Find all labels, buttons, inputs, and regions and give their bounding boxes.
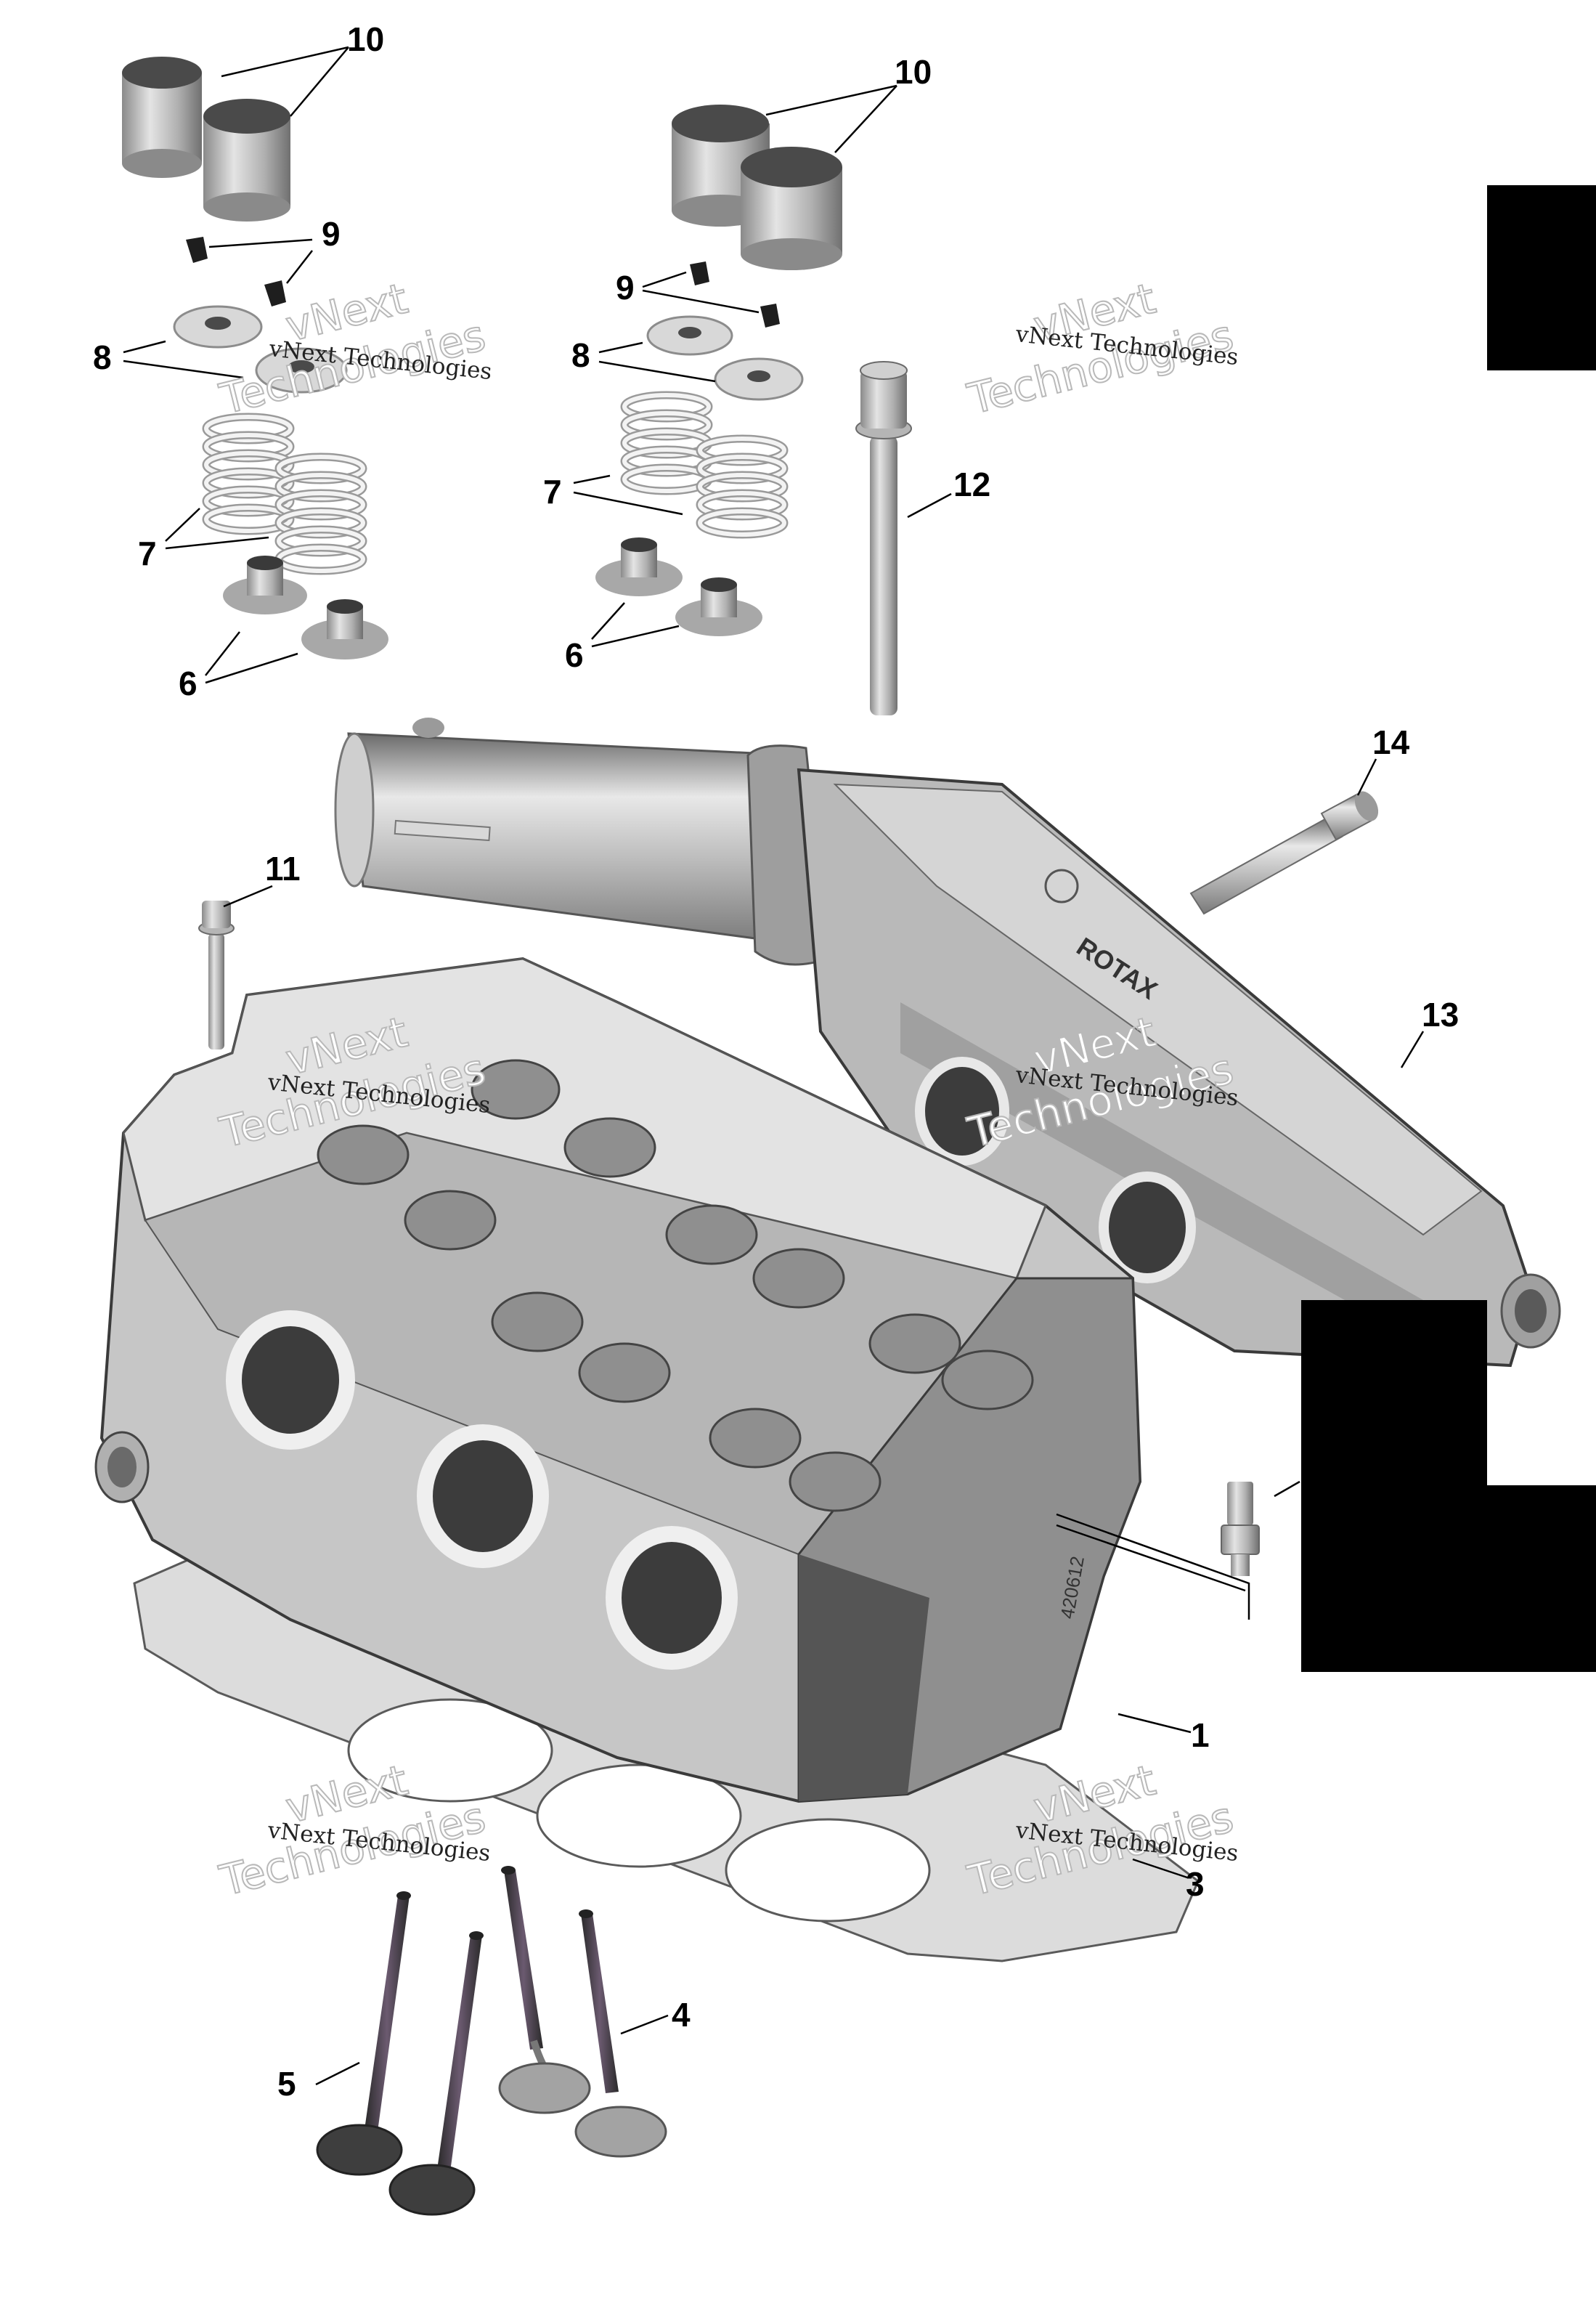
- valve-keeper-left-group: [186, 237, 286, 306]
- spring-retainer-left-group: [173, 305, 348, 394]
- callout-14: 14: [1372, 723, 1410, 761]
- callout-1: 1: [1191, 1716, 1210, 1754]
- valve-cover-bolt-icon: [1189, 791, 1379, 915]
- bucket-tappet-icon: [741, 147, 842, 270]
- spring-retainer-icon: [173, 305, 263, 349]
- redaction-block-top: [1487, 185, 1596, 370]
- coolant-fitting-icon: [1221, 1482, 1260, 1576]
- valve-spring-center-group: [624, 395, 784, 535]
- intake-valve-icon: [498, 1866, 591, 2114]
- spring-retainer-center-group: [646, 315, 804, 401]
- intake-port-icon: [1099, 1172, 1196, 1283]
- watermark: vNext Technologies vNext Technologies: [962, 273, 1239, 425]
- callout-5: 5: [277, 2065, 296, 2103]
- valve-keeper-icon: [760, 304, 780, 328]
- callout-3: 3: [1186, 1865, 1205, 1903]
- valve-keeper-icon: [186, 237, 208, 263]
- valve-keeper-icon: [264, 280, 286, 306]
- valve-keeper-center-group: [690, 261, 780, 328]
- valve-stem-seal-icon: [595, 537, 683, 596]
- callout-13: 13: [1422, 996, 1459, 1034]
- callout-labels: 10 10 9 9 8 8 7 7 6 6 12 14 11 13 1 3 4 …: [93, 20, 1459, 2103]
- valve-stem-seal-icon: [223, 556, 307, 614]
- intake-port-icon: [915, 1057, 1009, 1166]
- spring-retainer-icon: [255, 347, 348, 394]
- callout-11: 11: [265, 850, 301, 888]
- callout-8a: 8: [93, 338, 112, 376]
- valve-spring-left-group: [206, 417, 363, 571]
- intake-valve-group: [498, 1866, 667, 2158]
- bucket-tappet-icon: [203, 99, 290, 222]
- valve-stem-seal-center-group: [595, 537, 762, 636]
- exhaust-port-icon: [226, 1310, 355, 1450]
- spring-retainer-icon: [646, 315, 733, 356]
- spring-retainer-icon: [714, 357, 804, 401]
- valve-spring-icon: [279, 457, 363, 571]
- cylinder-head-bolt-icon: [198, 901, 235, 1050]
- intake-valve-icon: [574, 1909, 667, 2158]
- callout-10b: 10: [895, 53, 932, 91]
- cylinder-head-icon: 420612: [94, 957, 1142, 1803]
- leader-lines: [123, 46, 1425, 2086]
- callout-12: 12: [953, 466, 990, 503]
- valve-spring-icon: [624, 395, 709, 491]
- callout-6a: 6: [179, 665, 198, 702]
- watermark: vNext Technologies vNext Technologies: [214, 273, 493, 425]
- exhaust-valve-icon: [388, 1931, 484, 2216]
- valve-stem-seal-left-group: [223, 556, 388, 659]
- callout-7a: 7: [138, 535, 157, 572]
- exhaust-port-icon: [417, 1424, 549, 1568]
- callout-9a: 9: [322, 215, 341, 253]
- redaction-block-bottom: [1301, 1300, 1596, 1672]
- exhaust-valve-icon: [316, 1891, 411, 2176]
- valve-stem-seal-icon: [675, 577, 762, 636]
- camshaft-housing-icon: ROTAX: [334, 718, 1561, 1368]
- callout-7b: 7: [543, 473, 562, 511]
- valve-keeper-icon: [690, 261, 709, 285]
- redaction-blocks: [1301, 185, 1596, 1672]
- callout-10a: 10: [347, 20, 384, 58]
- callout-8b: 8: [571, 336, 590, 374]
- exhaust-port-icon: [606, 1526, 738, 1670]
- bucket-tappet-left-group: [122, 57, 290, 222]
- callout-6b: 6: [565, 636, 584, 674]
- callout-4: 4: [672, 1996, 691, 2034]
- bucket-tappet-center-group: [672, 105, 842, 270]
- valve-stem-seal-icon: [301, 599, 388, 659]
- exhaust-valve-group: [316, 1891, 484, 2216]
- valve-spring-icon: [700, 439, 784, 535]
- bucket-tappet-icon: [122, 57, 202, 178]
- callout-9b: 9: [616, 269, 635, 306]
- camshaft-bolt-long-icon: [855, 361, 912, 715]
